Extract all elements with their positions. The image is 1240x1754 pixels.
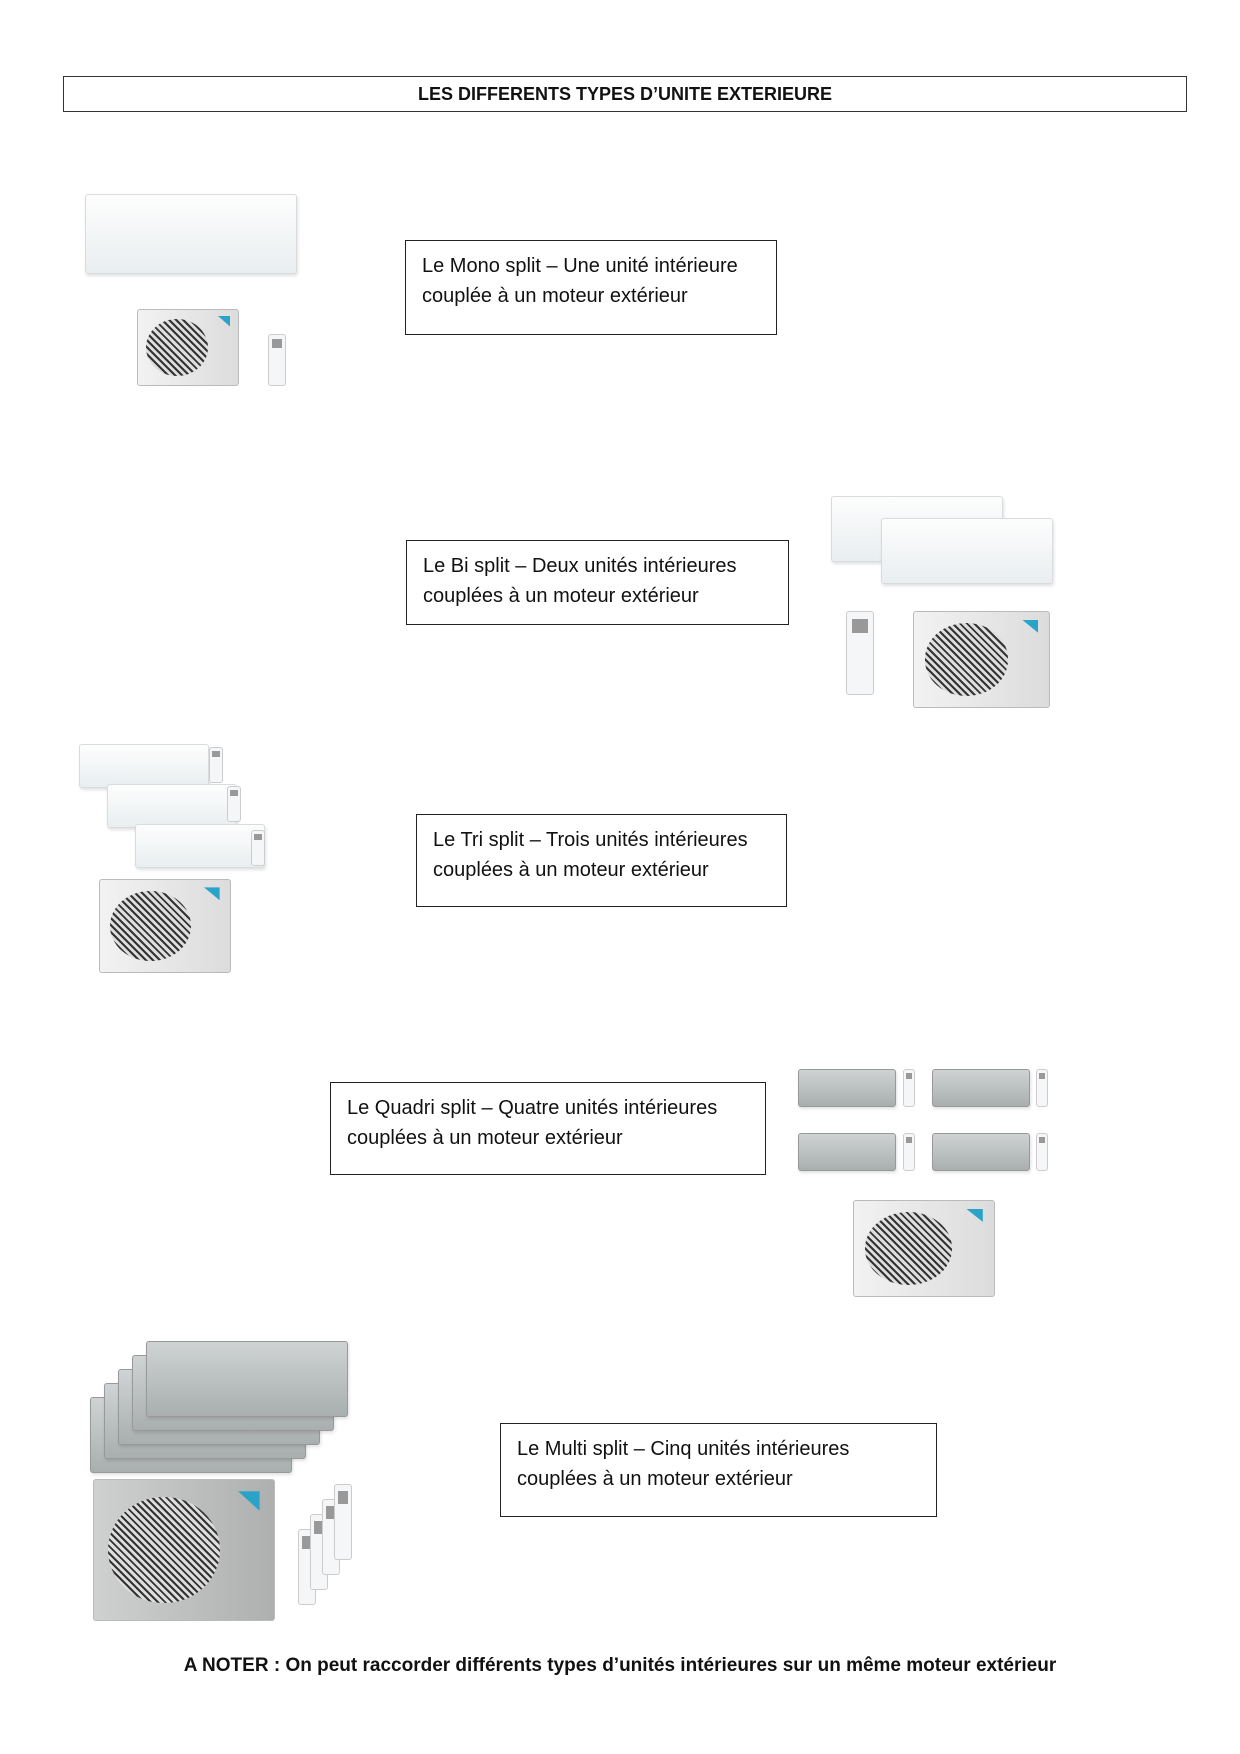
caption-line: Le Bi split – Deux unités intérieures: [423, 555, 737, 577]
caption-line: Le Tri split – Trois unités intérieures: [433, 829, 748, 851]
bi-split-image: [831, 496, 1054, 708]
tri-split-image: [79, 744, 265, 975]
caption-line: couplées à un moteur extérieur: [433, 859, 709, 881]
caption-line: Le Quadri split – Quatre unités intérieu…: [347, 1097, 718, 1119]
mono-split-caption: Le Mono split – Une unité intérieure cou…: [405, 240, 777, 335]
bi-split-caption: Le Bi split – Deux unités intérieures co…: [406, 540, 789, 625]
multi-split-caption: Le Multi split – Cinq unités intérieures…: [500, 1423, 937, 1517]
note-text: A NOTER : On peut raccorder différents t…: [183, 1655, 1057, 1676]
tri-split-caption: Le Tri split – Trois unités intérieures …: [416, 814, 787, 907]
caption-line: Le Multi split – Cinq unités intérieures: [517, 1438, 850, 1460]
multi-split-image: [90, 1339, 358, 1625]
quadri-split-caption: Le Quadri split – Quatre unités intérieu…: [330, 1082, 766, 1175]
quadri-split-image: [798, 1065, 1050, 1298]
caption-line: couplées à un moteur extérieur: [347, 1127, 623, 1149]
caption-line: couplées à un moteur extérieur: [423, 585, 699, 607]
mono-split-image: [85, 184, 300, 389]
caption-line: Le Mono split – Une unité intérieure: [422, 255, 738, 277]
caption-line: couplées à un moteur extérieur: [517, 1468, 793, 1490]
page-title: LES DIFFERENTS TYPES D’UNITE EXTERIEURE: [63, 76, 1187, 112]
caption-line: couplée à un moteur extérieur: [422, 285, 688, 307]
